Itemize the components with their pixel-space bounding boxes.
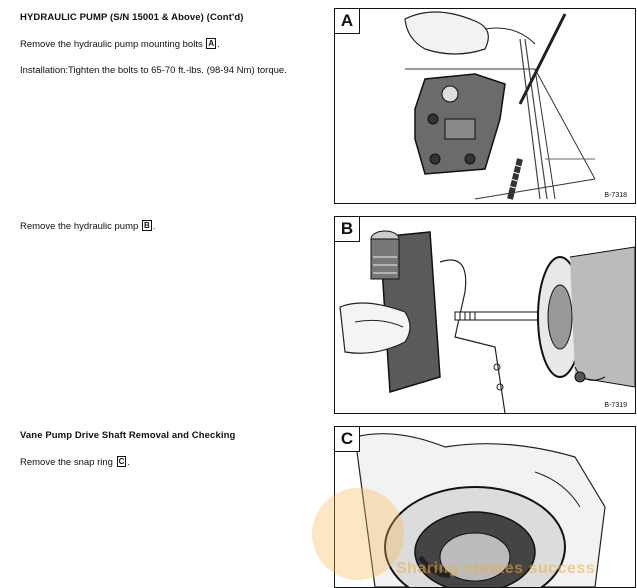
watermark-text: Sharing creates success [396, 560, 596, 577]
figure-label: C [335, 427, 360, 452]
figure-ref-badge: B [141, 220, 152, 231]
step-text: Remove the hydraulic pump [20, 221, 139, 232]
section-heading: HYDRAULIC PUMP (S/N 15001 & Above) (Cont… [20, 12, 244, 23]
step-text: Remove the snap ring [20, 456, 113, 468]
step-punct: . [127, 456, 131, 468]
figure-a: A B-7318 [334, 8, 636, 204]
figure-label: B [335, 217, 360, 242]
figure-number: B-7318 [604, 192, 627, 199]
figure-b: B B-7319 [334, 216, 636, 414]
step-text: Remove the hydraulic pump mounting bolts [20, 38, 203, 50]
section-heading: Vane Pump Drive Shaft Removal and Checki… [20, 430, 236, 441]
figure-ref-badge: A [206, 37, 217, 49]
step-remove-snap-ring: Remove the snap ring C. [20, 455, 235, 470]
install-note: Installation:Tighten the bolts to 65-70 … [20, 64, 287, 76]
step-remove-bolts: Remove the hydraulic pump mounting bolts… [20, 37, 312, 52]
section-hydraulic-pump: HYDRAULIC PUMP (S/N 15001 & Above) (Cont… [20, 12, 312, 77]
figure-a-illustration [404, 11, 596, 200]
step-remove-pump: Remove the hydraulic pump B. [20, 220, 155, 234]
step-punct: . [217, 38, 220, 50]
watermark-logo [312, 488, 404, 580]
figure-label: A [335, 9, 360, 34]
section-vane-pump: Vane Pump Drive Shaft Removal and Checki… [20, 430, 235, 470]
figure-c: C [334, 426, 636, 588]
figure-c-illustration [354, 433, 606, 587]
figure-number: B-7319 [604, 402, 627, 409]
figure-ref-badge: C [116, 455, 127, 467]
step-punct: . [152, 221, 156, 232]
figure-b-illustration [339, 230, 635, 413]
